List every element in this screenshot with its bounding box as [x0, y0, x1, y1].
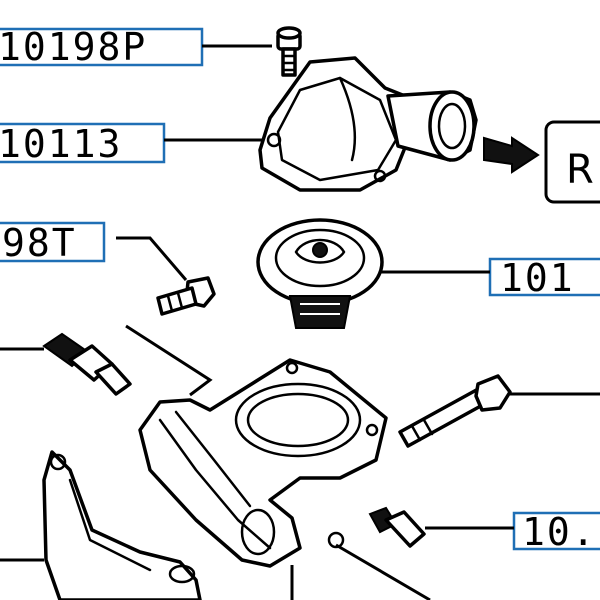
- callout-label: 10.: [522, 510, 597, 554]
- temperature-sensor-icon: [42, 332, 132, 396]
- thermostat-housing-icon: [138, 358, 388, 568]
- bolt-icon: [276, 26, 302, 77]
- thermostat-icon: [256, 218, 384, 329]
- callout-label: 10198P: [0, 25, 147, 69]
- long-bolt-icon: [398, 374, 512, 448]
- callout-10113[interactable]: 10113: [0, 122, 166, 166]
- water-outlet-housing-icon: [258, 56, 478, 192]
- callout-98T[interactable]: 98T: [0, 221, 106, 265]
- leader-lines: [0, 44, 600, 600]
- direction-marker: R: [544, 120, 600, 204]
- callout-label: 10113: [0, 122, 122, 166]
- direction-arrow-icon: [483, 136, 540, 174]
- callout-10-partial[interactable]: 10.: [512, 510, 600, 554]
- callout-10198P[interactable]: 10198P: [0, 25, 204, 69]
- coolant-pipe-icon: [42, 450, 202, 600]
- callout-label: 98T: [2, 221, 77, 265]
- sensor-plug-icon: [327, 506, 426, 549]
- small-bolt-icon: [156, 276, 216, 316]
- direction-marker-label: R: [566, 147, 594, 193]
- callout-101[interactable]: 101: [488, 256, 600, 300]
- callout-label: 101: [500, 256, 575, 300]
